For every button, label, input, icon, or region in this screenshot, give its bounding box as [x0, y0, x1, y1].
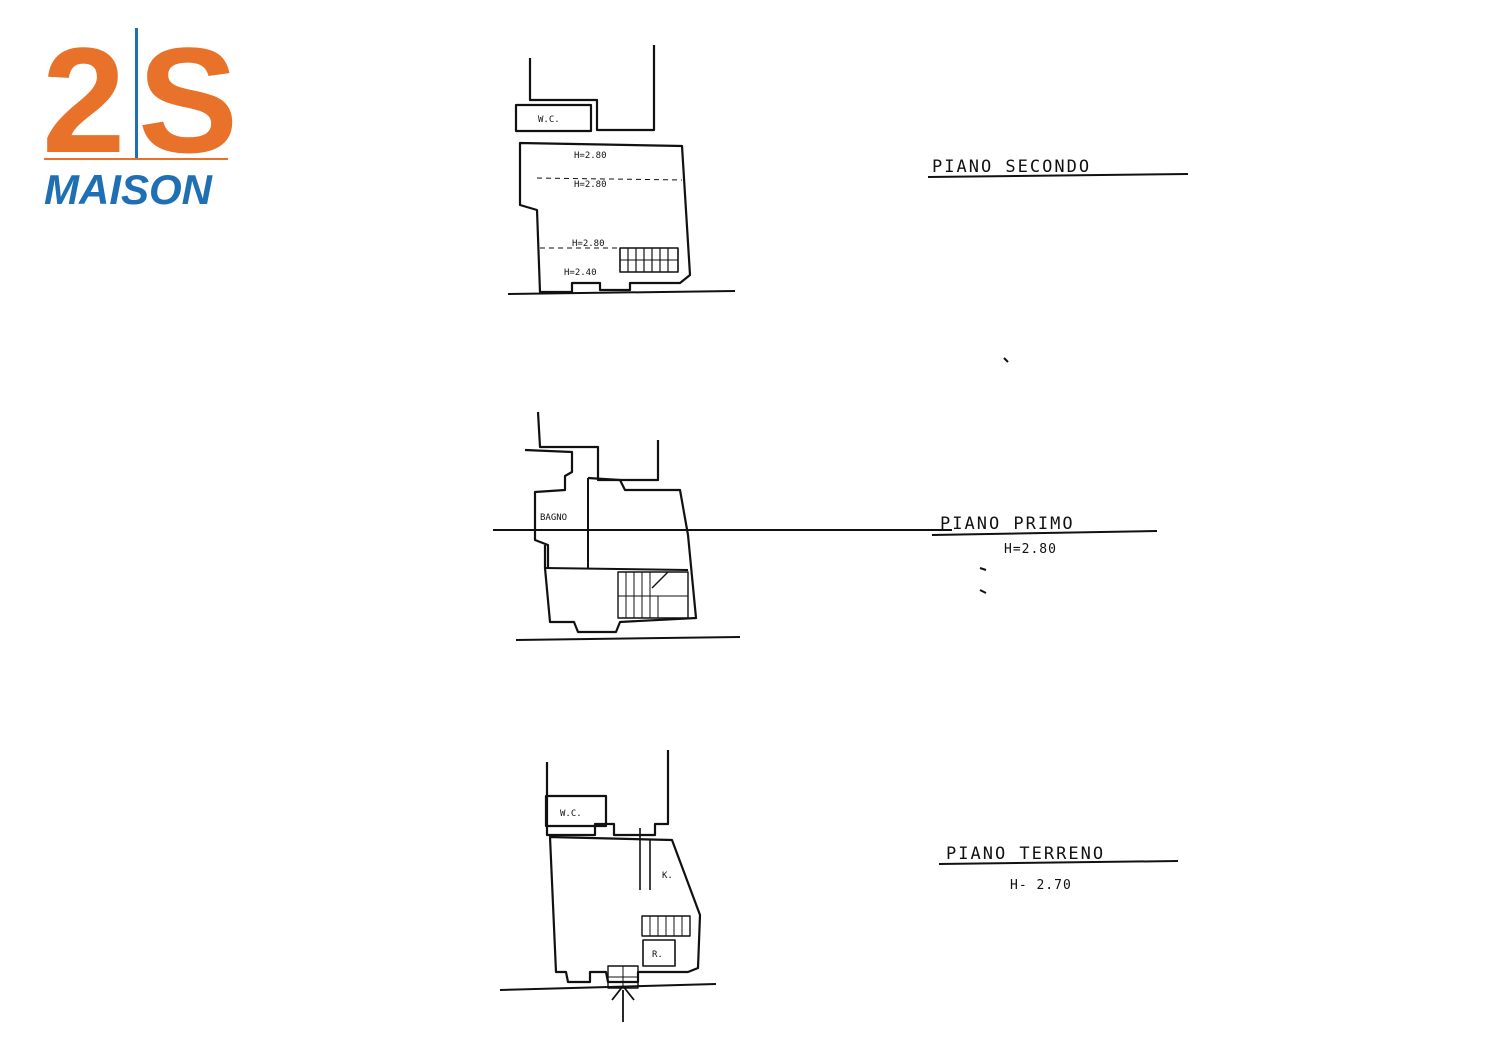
logo-divider-vertical	[135, 28, 138, 158]
room-label: H=2.40	[564, 268, 597, 278]
room-label: H=2.80	[574, 180, 607, 190]
floor-height: H=2.80	[1004, 542, 1057, 557]
room-label: K.	[662, 871, 673, 881]
logo-word: MAISON	[44, 166, 214, 210]
logo-digit: 2	[42, 20, 125, 184]
room-label: BAGNO	[540, 513, 567, 523]
floor-title: PIANO SECONDO	[932, 157, 1091, 177]
floor-title: PIANO PRIMO	[940, 514, 1075, 534]
room-label: R.	[652, 950, 663, 960]
floor-height: H- 2.70	[1010, 878, 1072, 893]
room-label: H=2.80	[574, 151, 607, 161]
logo-letter: S	[138, 20, 238, 184]
floor-title: PIANO TERRENO	[946, 844, 1105, 864]
plan-ground-floor	[499, 750, 717, 1022]
plan-first-floor	[515, 411, 741, 641]
room-label: W.C.	[538, 115, 560, 125]
room-label: H=2.80	[572, 239, 605, 249]
company-logo: 2 S MAISON	[42, 20, 238, 210]
room-label: W.C.	[560, 809, 582, 819]
logo-divider-horizontal	[44, 158, 228, 160]
plan-second-floor	[507, 45, 736, 295]
